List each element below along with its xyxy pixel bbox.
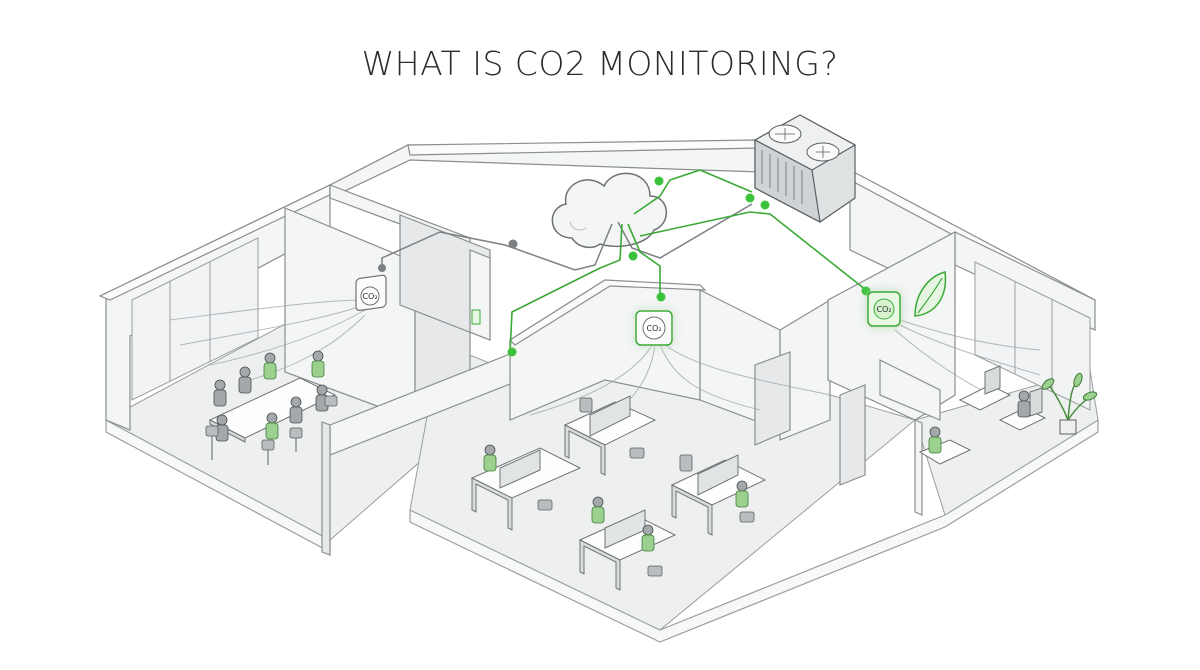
sensor-label: CO₂ [646,324,661,333]
sensor-label: CO₂ [362,292,377,301]
person [264,363,276,379]
person [265,353,275,363]
person [737,481,747,491]
network-node [655,177,664,186]
person [312,361,324,377]
network-node [761,201,770,210]
person [291,397,301,407]
person [240,367,250,377]
person [485,445,495,455]
person [929,437,941,453]
person [643,525,653,535]
person [267,413,277,423]
person [642,535,654,551]
person [930,427,940,437]
person [313,351,323,361]
person [317,385,327,395]
network-node [508,348,517,357]
lounge-sensor: CO₂ [868,292,900,326]
person [736,491,748,507]
network-node [629,252,638,261]
person [484,455,496,471]
open-office-sensor: CO₂ [636,311,672,345]
person [266,423,278,439]
person [214,390,226,406]
person [1018,401,1030,417]
meeting-room-sensor: CO₂ [356,275,386,311]
network-node [378,264,386,272]
person [215,380,225,390]
person [239,377,251,393]
network-node [746,194,755,203]
person [217,415,227,425]
hvac-unit-icon [755,115,855,222]
person [592,507,604,523]
sensor-label: CO₂ [876,305,891,314]
network-node [509,240,518,249]
cloud-icon [552,173,666,247]
person [593,497,603,507]
person [1019,391,1029,401]
network-node [657,293,666,302]
person [290,407,302,423]
